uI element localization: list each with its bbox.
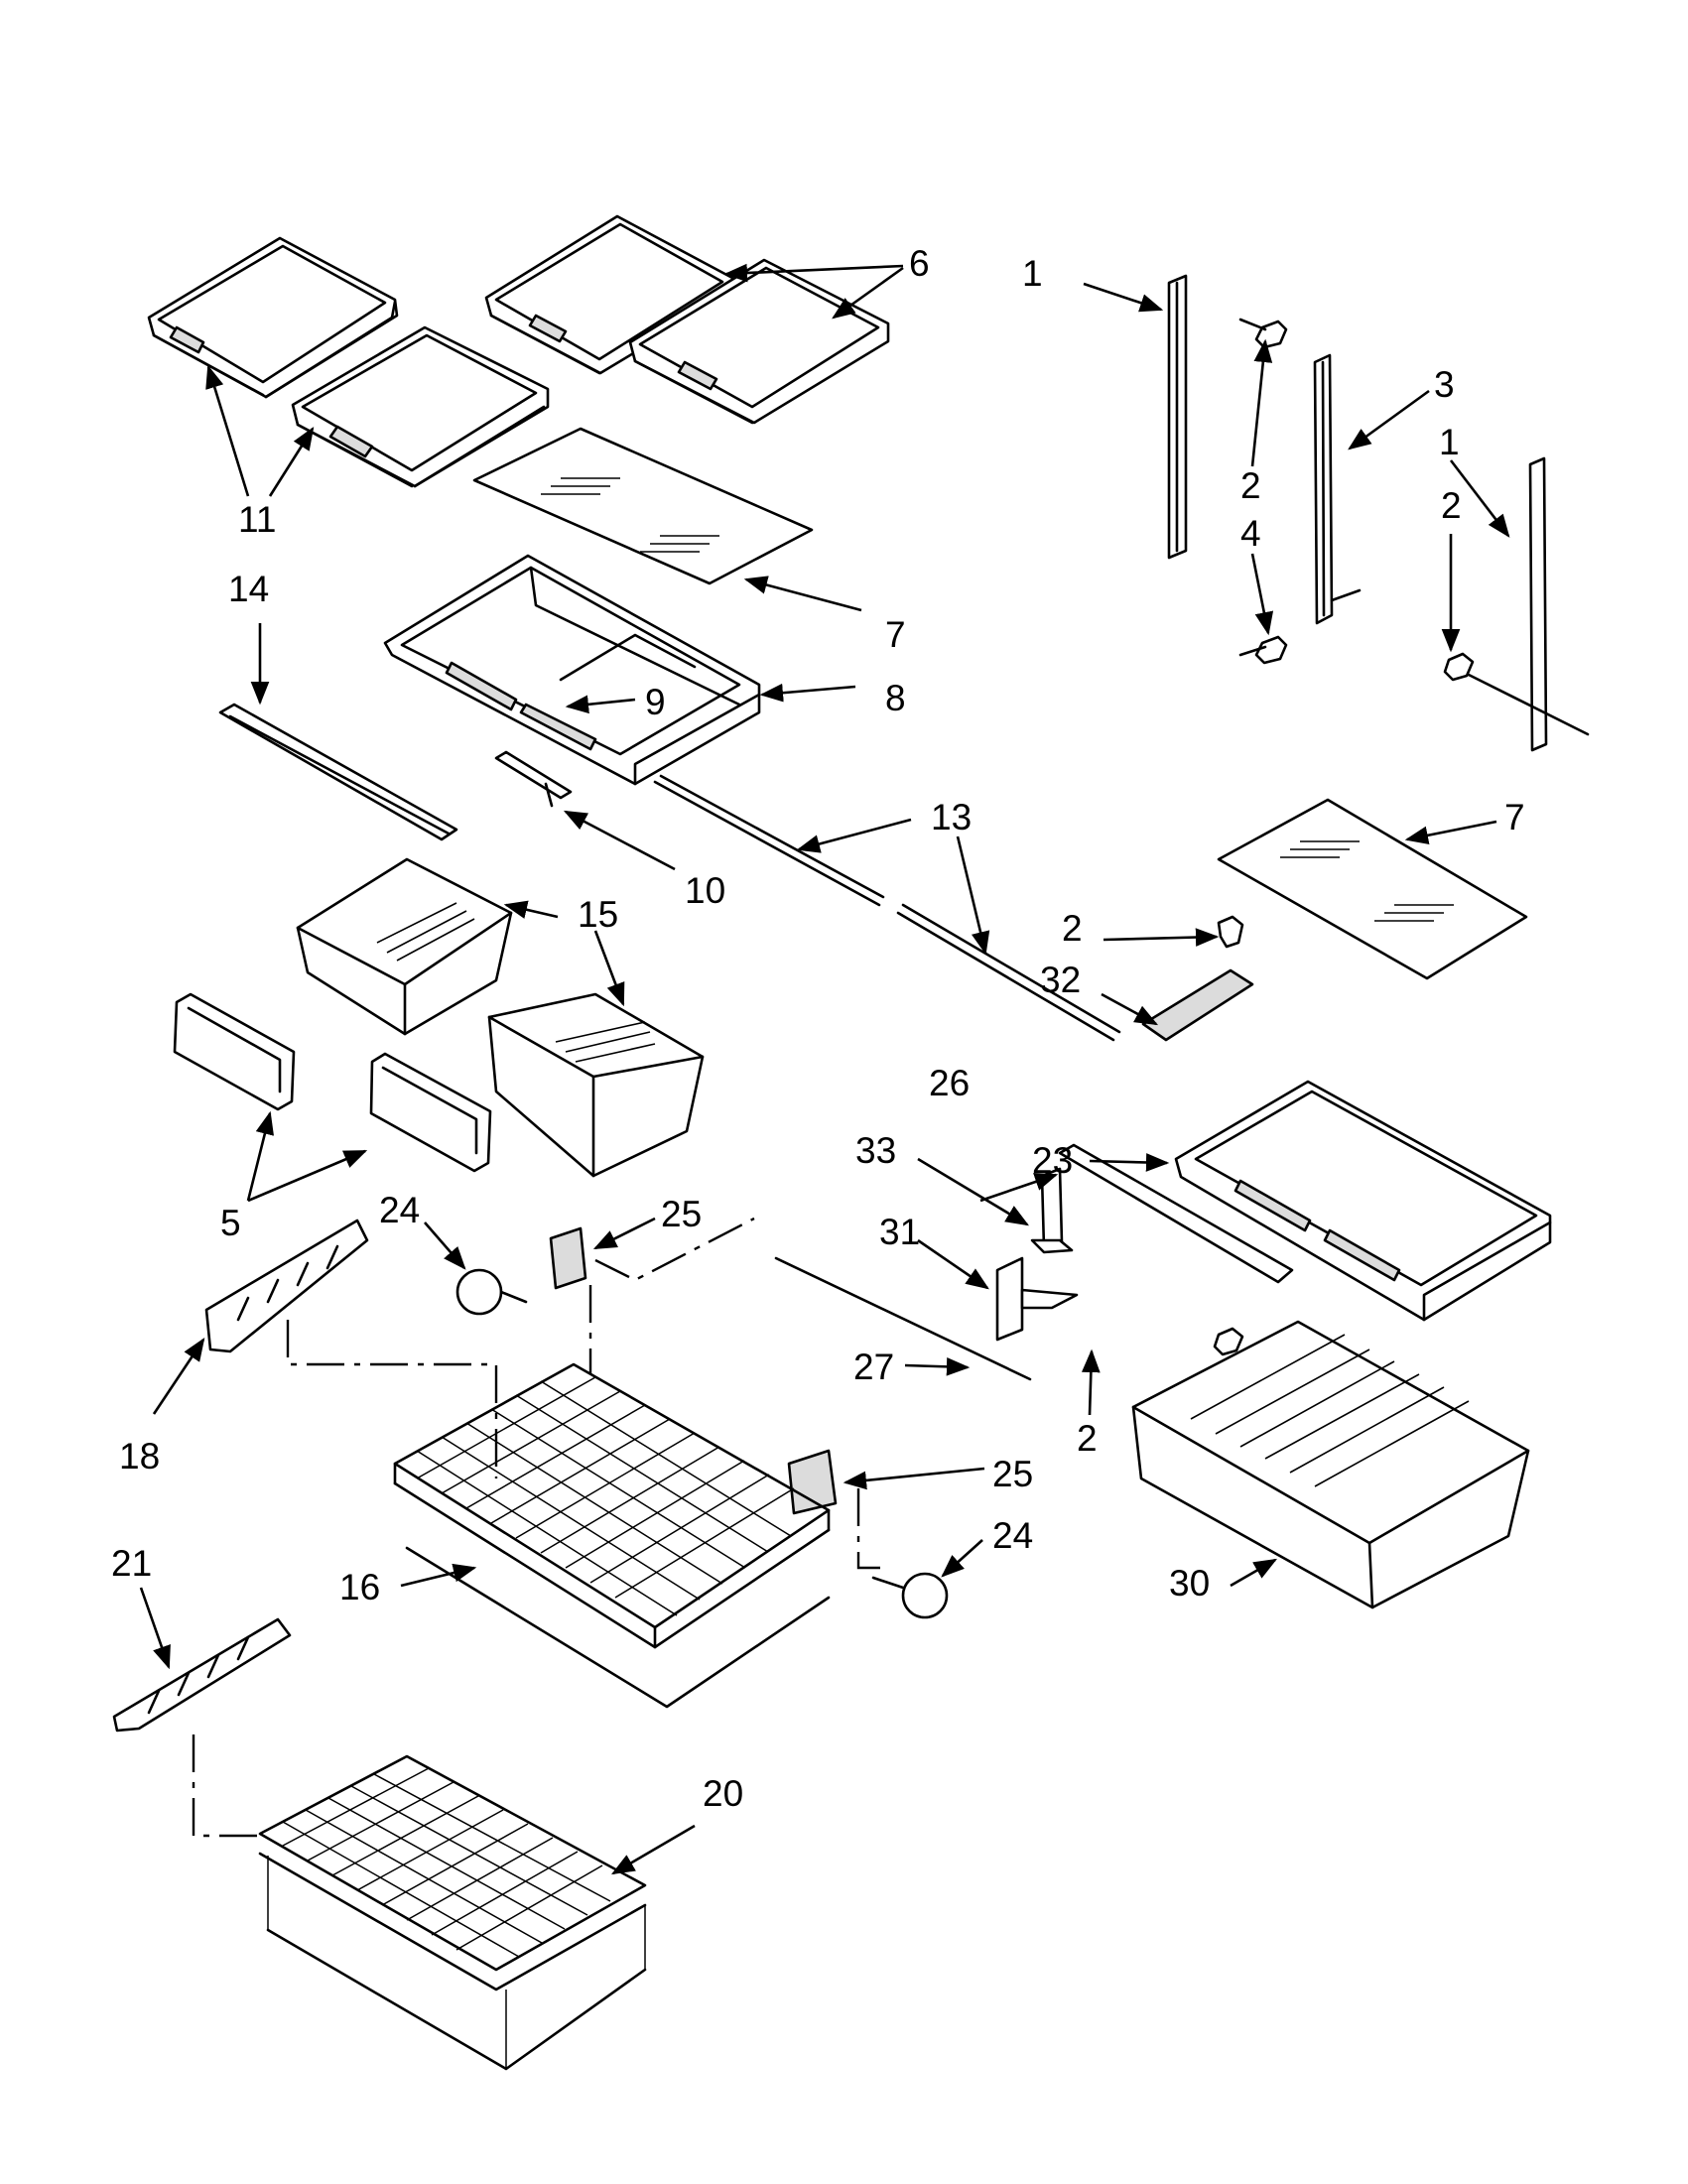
callout-23: 23: [1032, 1140, 1073, 1181]
glass-shelf-right: [1217, 798, 1528, 980]
shelf-rail-center: [1313, 353, 1362, 625]
leader-arrows: [139, 263, 1510, 1875]
callout-30: 30: [1169, 1563, 1210, 1604]
callout-32: 32: [1040, 960, 1081, 1000]
callout-7-upper: 7: [885, 614, 906, 655]
callout-21: 21: [111, 1543, 152, 1584]
bracket-32: [1141, 968, 1254, 1042]
screw-group: [1213, 318, 1475, 1356]
callout-16: 16: [339, 1567, 380, 1607]
shelf-23: [1174, 1080, 1552, 1322]
callout-4: 4: [1240, 513, 1261, 554]
callout-1-right: 1: [1439, 422, 1460, 462]
bracket-25-left: [549, 1226, 587, 1290]
wire-basket-20: [258, 1754, 647, 2071]
callout-33: 33: [855, 1130, 896, 1171]
callout-3: 3: [1434, 364, 1455, 405]
shelf-frame-left-back: [147, 236, 399, 399]
callout-20: 20: [703, 1773, 743, 1814]
rails-13: [653, 774, 1121, 1042]
divider-10: [494, 750, 573, 808]
basket-handle-18: [204, 1219, 369, 1353]
wire-basket-16: [393, 1362, 831, 1709]
crisper-lower: [487, 992, 705, 1178]
trim-26: [1058, 1143, 1294, 1284]
gear-24-left: [455, 1268, 528, 1316]
rod-27: [774, 1256, 1032, 1381]
basket-handle-21: [112, 1617, 292, 1733]
callout-9: 9: [645, 682, 666, 722]
callout-10: 10: [685, 870, 725, 911]
drawer-30: [1131, 1320, 1530, 1609]
callout-13: 13: [931, 797, 972, 837]
callout-2-center-upper: 2: [1240, 465, 1261, 506]
shelf-frame-left-front: [291, 325, 550, 488]
callout-15: 15: [578, 894, 618, 935]
crisper-upper: [296, 857, 513, 1036]
callout-6: 6: [909, 243, 930, 284]
crisper-covers-5: [173, 992, 492, 1173]
glass-shelf-upper: [472, 427, 814, 585]
callout-8: 8: [885, 678, 906, 718]
assembly-lines: [192, 1217, 883, 1838]
callout-labels: 1 1 2 2 2 2 3 4 5 6 7 7 8 9 10 11 13 14 …: [111, 243, 1525, 1814]
gear-24-right: [871, 1572, 949, 1619]
callout-5: 5: [220, 1203, 241, 1243]
bracket-33-31: [995, 1167, 1079, 1342]
callout-7-right: 7: [1504, 797, 1525, 837]
callout-26: 26: [929, 1063, 970, 1103]
callout-11: 11: [238, 499, 276, 540]
callout-2-mid: 2: [1062, 908, 1083, 949]
callout-14: 14: [228, 569, 269, 609]
callout-2-right: 2: [1441, 485, 1462, 526]
callout-1-upper: 1: [1022, 253, 1043, 294]
callout-25-lower: 25: [992, 1454, 1033, 1494]
callout-27: 27: [853, 1347, 894, 1387]
callout-18: 18: [119, 1436, 160, 1477]
trim-14: [218, 703, 458, 841]
shelf-frame-8: [383, 554, 761, 786]
callout-25-upper: 25: [661, 1194, 702, 1234]
shelf-frame-right-front: [628, 258, 890, 425]
callout-24-left: 24: [379, 1190, 420, 1230]
callout-2-lower: 2: [1077, 1418, 1098, 1459]
callout-31: 31: [879, 1212, 920, 1252]
callout-24-right: 24: [992, 1515, 1033, 1556]
bracket-25-right: [787, 1449, 838, 1515]
shelf-rail-left: [1167, 274, 1188, 560]
shelf-rail-right: [1467, 456, 1590, 752]
